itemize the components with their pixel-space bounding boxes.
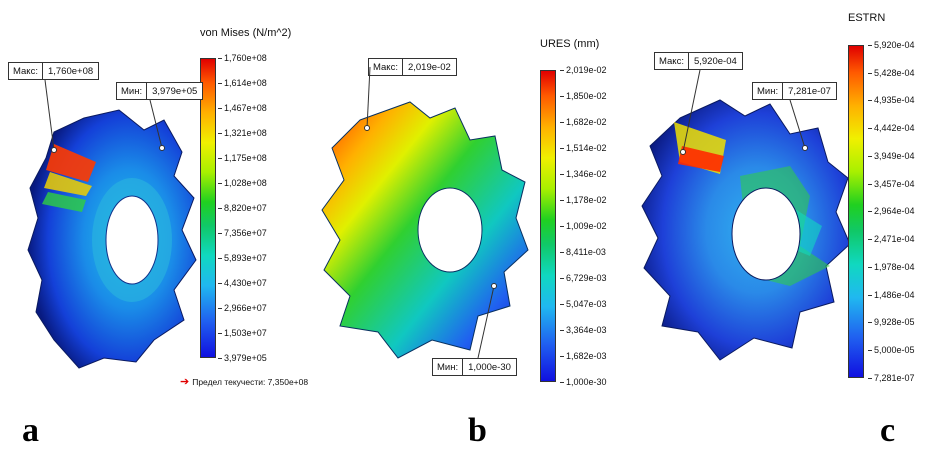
max-callout: Макс: 2,019e-02	[368, 58, 457, 76]
panel-a: von Mises (N/m^2) 1,760e+08 1,614e+08 1,…	[0, 0, 330, 452]
colorbar-tick: 3,949e-04	[868, 151, 915, 161]
colorbar-tick: 1,682e-02	[560, 117, 607, 127]
min-value: 1,000e-30	[468, 361, 511, 373]
yield-strength-legend: ➔ Предел текучести: 7,350e+08	[180, 375, 308, 388]
colorbar-tick: 1,503e+07	[218, 328, 267, 338]
colorbar-tick: 7,356e+07	[218, 228, 267, 238]
min-label: Мин:	[753, 83, 784, 99]
panel-b: URES (mm) 2,019e-02 1,850e-02 1,682e-02 …	[320, 0, 610, 452]
max-value: 1,760e+08	[47, 65, 94, 77]
colorbar-tick: 5,428e-04	[868, 68, 915, 78]
colorbar-tick: 8,820e+07	[218, 203, 267, 213]
colorbar-tick: 1,178e-02	[560, 195, 607, 205]
colorbar-tick: 1,486e-04	[868, 290, 915, 300]
panel-c: ESTRN 5,920e-04 5,428e-04 4,935e-04 4,44…	[620, 0, 925, 452]
max-label: Макс:	[655, 53, 689, 69]
colorbar-tick: 5,047e-03	[560, 299, 607, 309]
colorbar-tick: 1,760e+08	[218, 53, 267, 63]
colorbar-title: ESTRN	[848, 12, 886, 24]
yield-strength-text: Предел текучести: 7,350e+08	[192, 376, 309, 387]
max-callout: Макс: 1,760e+08	[8, 62, 100, 80]
colorbar-tick: 1,614e+08	[218, 78, 267, 88]
colorbar-tick: 6,729e-03	[560, 273, 607, 283]
colorbar-tick: 7,281e-07	[868, 373, 915, 383]
colorbar-tick: 2,019e-02	[560, 65, 607, 75]
colorbar-title: von Mises (N/m^2)	[200, 27, 292, 39]
colorbar-tick: 5,893e+07	[218, 253, 267, 263]
colorbar-tick: 1,000e-30	[560, 377, 607, 387]
colorbar-tick: 1,514e-02	[560, 143, 607, 153]
colorbar-tick: 1,346e-02	[560, 169, 607, 179]
colorbar-tick: 4,430e+07	[218, 278, 267, 288]
colorbar-tick: 9,928e-05	[868, 317, 915, 327]
colorbar-tick: 4,935e-04	[868, 95, 915, 105]
colorbar-tick: 1,978e-04	[868, 262, 915, 272]
colorbar-tick: 1,175e+08	[218, 153, 267, 163]
max-value: 2,019e-02	[407, 61, 451, 73]
min-value: 3,979e+05	[152, 85, 198, 97]
colorbar-tick: 1,009e-02	[560, 221, 607, 231]
panel-letter: a	[22, 412, 39, 449]
colorbar-tick: 1,682e-03	[560, 351, 607, 361]
colorbar	[848, 45, 864, 378]
colorbar-tick: 4,442e-04	[868, 123, 915, 133]
colorbar-tick: 3,979e+05	[218, 353, 267, 363]
min-callout: Мин: 7,281e-07	[752, 82, 837, 100]
colorbar-tick: 1,028e+08	[218, 178, 267, 188]
colorbar-tick: 1,467e+08	[218, 103, 267, 113]
panel-letter: b	[468, 412, 487, 449]
gear-model-b	[321, 101, 529, 359]
yield-arrow-icon: ➔	[180, 376, 190, 388]
gear-model-a	[27, 109, 197, 369]
colorbar-tick: 2,966e+07	[218, 303, 267, 313]
gear-model-c	[641, 99, 850, 361]
colorbar-tick: 2,964e-04	[868, 206, 915, 216]
min-label: Мин:	[433, 359, 464, 375]
colorbar	[540, 70, 556, 382]
colorbar-title: URES (mm)	[540, 38, 600, 50]
max-callout: Макс: 5,920e-04	[654, 52, 743, 70]
min-callout: Мин: 3,979e+05	[116, 82, 204, 100]
colorbar-tick: 1,321e+08	[218, 128, 267, 138]
max-label: Макс:	[369, 59, 403, 75]
colorbar	[200, 58, 216, 358]
colorbar-tick: 3,457e-04	[868, 179, 915, 189]
max-value: 5,920e-04	[693, 55, 737, 67]
colorbar-tick: 8,411e-03	[560, 247, 606, 257]
colorbar-tick: 3,364e-03	[560, 325, 607, 335]
colorbar-tick: 5,920e-04	[868, 40, 915, 50]
max-label: Макс:	[9, 63, 43, 79]
colorbar-tick: 2,471e-04	[868, 234, 915, 244]
min-value: 7,281e-07	[788, 85, 831, 97]
panel-letter: c	[880, 412, 896, 449]
colorbar-tick: 1,850e-02	[560, 91, 607, 101]
min-label: Мин:	[117, 83, 148, 99]
min-callout: Мин: 1,000e-30	[432, 358, 517, 376]
colorbar-tick: 5,000e-05	[868, 345, 915, 355]
